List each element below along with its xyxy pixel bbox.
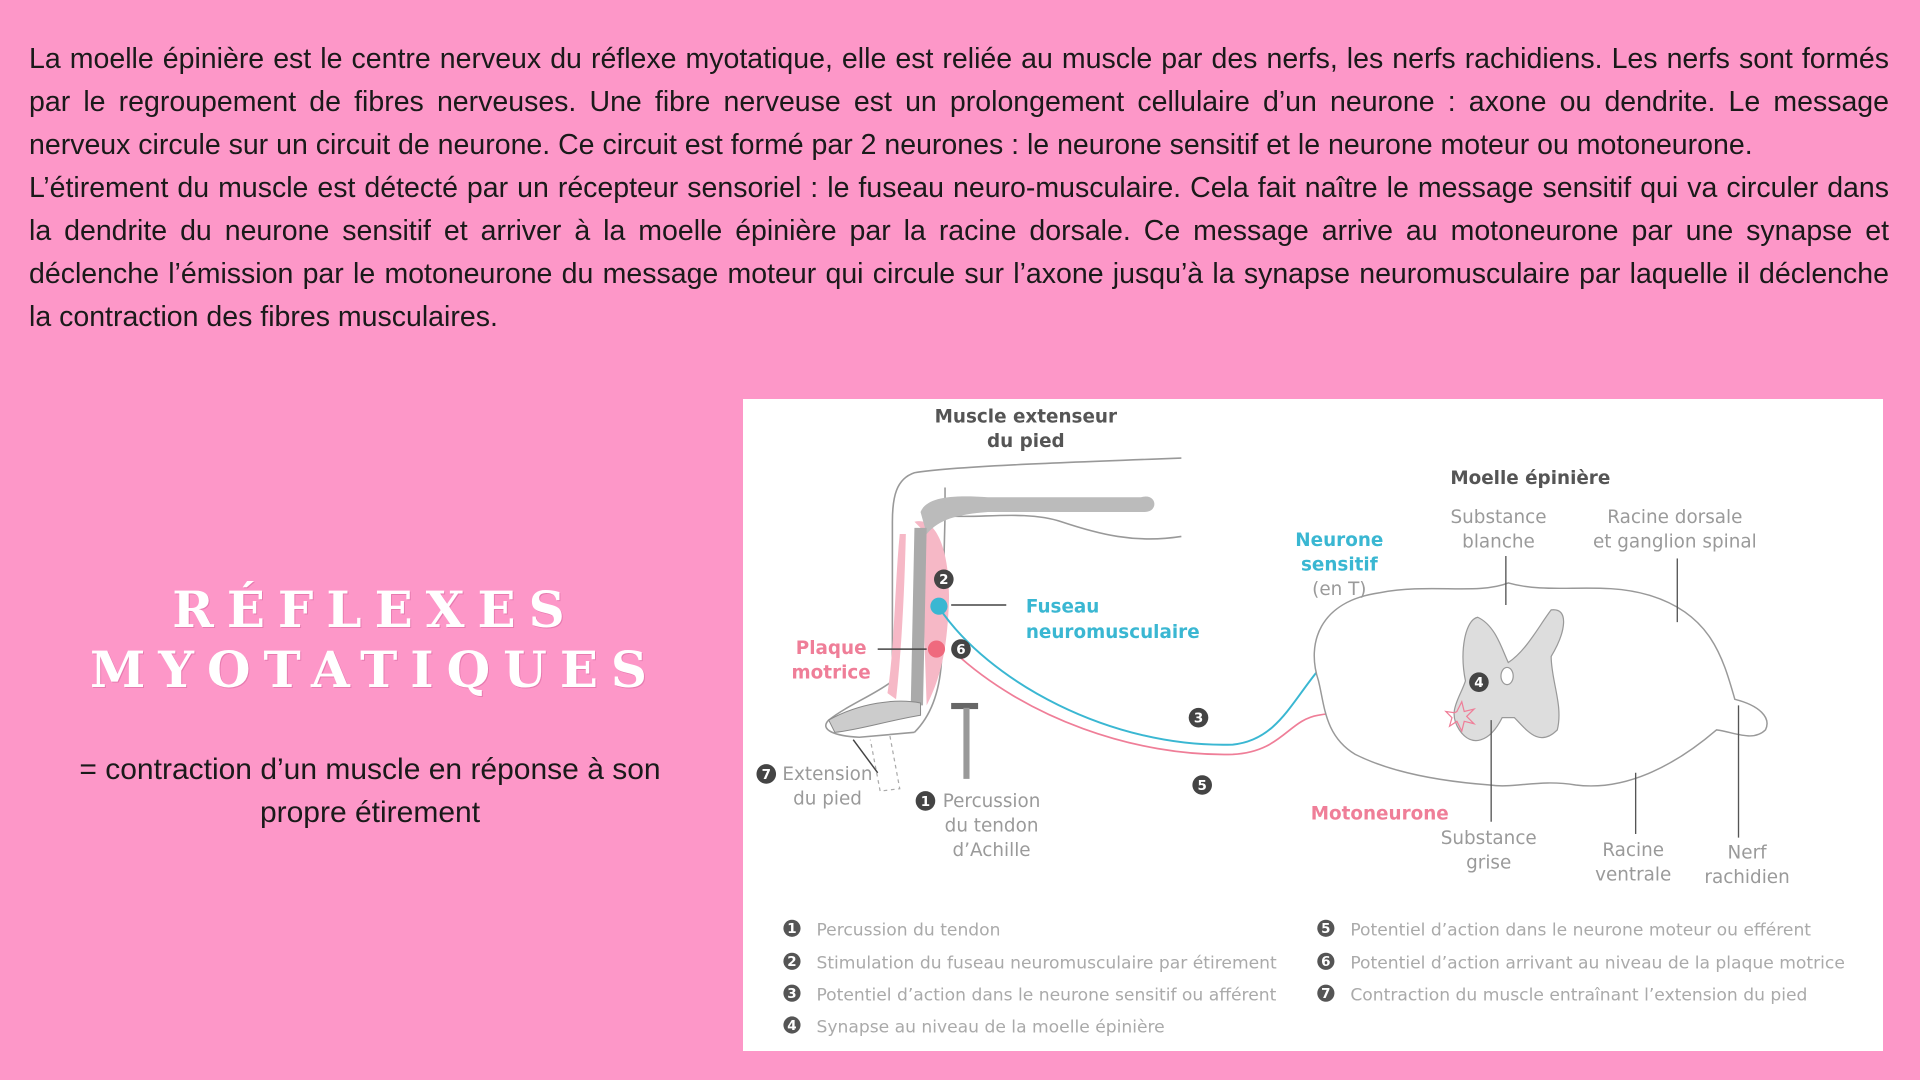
- leg-outline: [825, 457, 1182, 739]
- title-line-2: myotatiques: [89, 640, 661, 699]
- paragraph-1: La moelle épinière est le centre nerveux…: [29, 43, 1889, 161]
- legend-item-3: Potentiel d’action dans le neurone sensi…: [816, 986, 1276, 1006]
- plaque-spot: [927, 640, 946, 658]
- marker-2: 2: [939, 573, 948, 588]
- muscle-label-2: du pied: [987, 431, 1065, 452]
- tibia-bone: [910, 527, 927, 706]
- legend-item-6: Potentiel d’action arrivant au niveau de…: [1350, 954, 1845, 974]
- thigh-lower-outline: [944, 487, 1182, 540]
- ns-label-1: Neurone: [1295, 530, 1383, 551]
- femur-bone: [920, 496, 1155, 534]
- foot-bones: [828, 700, 922, 733]
- reflex-diagram: Muscle extenseur du pied Moelle épinière…: [743, 399, 1883, 1051]
- label-arrows: [1490, 556, 1740, 838]
- legend: 1 Percussion du tendon 2 Stimulation du …: [783, 919, 1845, 1037]
- marker-6: 6: [956, 643, 965, 658]
- legend-num-2: 2: [787, 955, 796, 970]
- fuseau-label-1: Fuseau: [1026, 596, 1100, 617]
- legend-item-1: Percussion du tendon: [816, 921, 1000, 941]
- marker-4: 4: [1474, 676, 1483, 691]
- sb-label-1: Substance: [1451, 507, 1547, 528]
- legend-num-7: 7: [1321, 987, 1330, 1002]
- step-markers: 1 2 3 4 5 6 7: [756, 569, 1489, 811]
- rv-label-2: ventrale: [1595, 865, 1671, 886]
- reflex-hammer-handle: [963, 707, 970, 779]
- legend-num-4: 4: [787, 1019, 796, 1034]
- legend-num-3: 3: [787, 987, 796, 1002]
- rv-label-1: Racine: [1602, 840, 1664, 861]
- muscle-label-1: Muscle extenseur: [935, 407, 1117, 428]
- plaque-label-2: motrice: [792, 662, 871, 683]
- legend-num-6: 6: [1321, 955, 1330, 970]
- legend-item-7: Contraction du muscle entraînant l’exten…: [1350, 986, 1807, 1006]
- nr-label-2: rachidien: [1704, 867, 1789, 888]
- marker-1: 1: [921, 795, 930, 810]
- extended-foot-dashed: [869, 735, 901, 792]
- sg-label-1: Substance: [1441, 828, 1537, 849]
- legend-num-1: 1: [787, 922, 796, 937]
- reflex-hammer-head: [951, 702, 979, 710]
- legend-item-5: Potentiel d’action dans le neurone moteu…: [1350, 921, 1811, 941]
- marker-7: 7: [762, 768, 771, 783]
- intro-text: La moelle épinière est le centre nerveux…: [29, 38, 1889, 339]
- moelle-label: Moelle épinière: [1450, 468, 1610, 489]
- ext-label-2: du pied: [793, 789, 862, 810]
- fuseau-label-2: neuromusculaire: [1026, 622, 1200, 643]
- flexor-muscle: [887, 533, 906, 700]
- ext-label-1: Extension: [782, 764, 872, 785]
- marker-5: 5: [1197, 779, 1206, 794]
- motoneuron-cell: [1444, 699, 1477, 733]
- rd-label-2: et ganglion spinal: [1593, 531, 1757, 552]
- sg-label-2: grise: [1466, 852, 1511, 873]
- title-line-1: Réflexes: [172, 580, 578, 639]
- legend-item-2: Stimulation du fuseau neuromusculaire pa…: [816, 954, 1277, 974]
- perc-label-1: Percussion: [943, 791, 1041, 812]
- legend-item-4: Synapse au niveau de la moelle épinière: [816, 1017, 1164, 1037]
- fuseau-spot: [930, 597, 948, 615]
- central-canal: [1500, 666, 1514, 686]
- perc-label-3: d’Achille: [953, 840, 1031, 861]
- ns-label-3: (en T): [1312, 579, 1366, 600]
- marker-3: 3: [1194, 712, 1203, 727]
- rd-label-1: Racine dorsale: [1607, 507, 1742, 528]
- perc-label-2: du tendon: [945, 816, 1039, 837]
- ns-label-2: sensitif: [1301, 555, 1379, 576]
- legend-num-5: 5: [1321, 922, 1330, 937]
- plaque-label-1: Plaque: [796, 638, 867, 659]
- extension-arrow: [852, 739, 879, 774]
- definition: = contraction d’un muscle en réponse à s…: [79, 753, 661, 829]
- page-title: Réflexes myotatiques: [20, 580, 730, 700]
- nr-label-1: Nerf: [1728, 842, 1768, 863]
- diagram-svg: Muscle extenseur du pied Moelle épinière…: [756, 407, 1845, 1037]
- sb-label-2: blanche: [1462, 531, 1535, 552]
- paragraph-2: L’étirement du muscle est détecté par un…: [29, 172, 1889, 333]
- moto-label: Motoneurone: [1311, 803, 1449, 824]
